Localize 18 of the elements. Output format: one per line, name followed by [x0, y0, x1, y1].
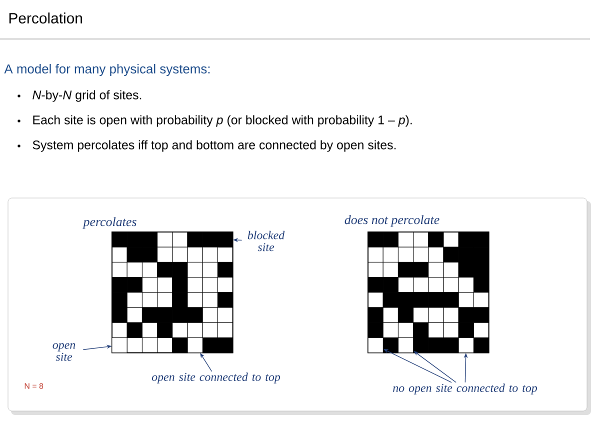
grid-caption: percolates — [82, 217, 136, 229]
open-site-cell — [187, 337, 203, 353]
bullet-item: System percolates iff top and bottom are connected by open sites. — [18, 140, 396, 152]
callout-text: no open site connected to top — [393, 384, 538, 394]
bullet-item: Each site is open with probability p (or blocked with probability 1 – p). — [18, 115, 412, 127]
grid-caption: does not percolate — [344, 215, 440, 227]
open-site-cell — [398, 337, 414, 353]
callout-text: open site — [52, 343, 76, 361]
subtitle: A model for many physical systems: — [4, 64, 210, 76]
slide-title: Percolation — [9, 12, 82, 24]
callout-text: blocked site — [248, 230, 285, 252]
open-site-cell — [368, 337, 384, 353]
leader-line — [200, 353, 212, 372]
open-site-cell — [112, 337, 128, 353]
open-site-cell — [458, 337, 474, 353]
callout-text: open site connected to top — [152, 372, 280, 384]
blocked-site-cell — [217, 232, 233, 248]
bullet-item: N-by-N grid of sites. — [18, 90, 142, 102]
